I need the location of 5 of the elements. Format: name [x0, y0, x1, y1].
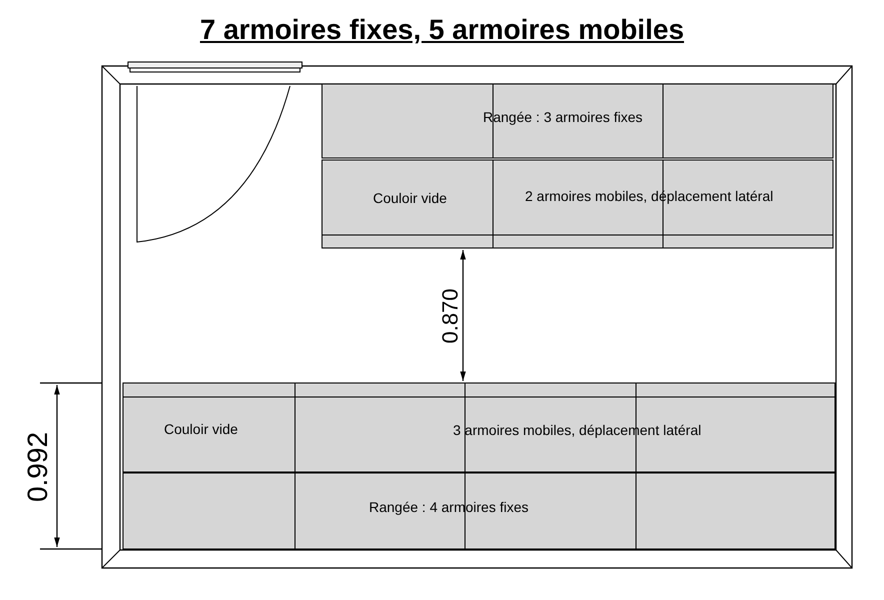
dimension-value: 0.992 — [22, 432, 54, 502]
title: 7 armoires fixes, 5 armoires mobiles — [198, 14, 686, 46]
corridor-label: Couloir vide — [164, 421, 238, 437]
dimension-value: 0.870 — [437, 288, 464, 344]
corridor-label: Couloir vide — [373, 190, 447, 206]
